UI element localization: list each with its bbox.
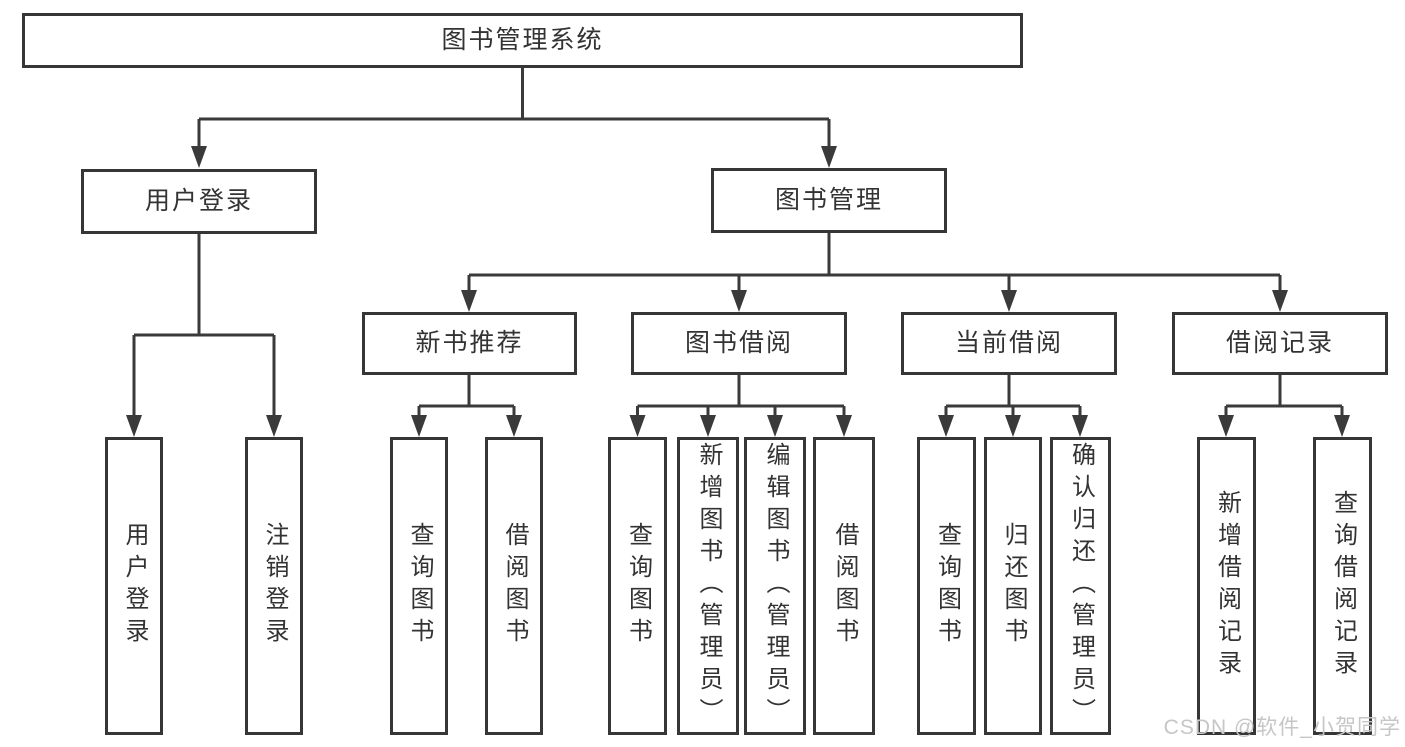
node-new-book-recommend: 新书推荐 <box>362 312 577 375</box>
csdn-watermark: CSDN @软件_小贺同学 <box>1163 716 1401 739</box>
leaf-current-confirm-return-admin: 确认归还（管理员） <box>1050 437 1111 735</box>
leaf-records-add-record-label: 新增借阅记录 <box>1213 490 1241 682</box>
node-current-borrow-label: 当前借阅 <box>954 329 1063 357</box>
leaf-borrow-edit-books-admin-label: 编辑图书（管理员） <box>762 442 789 730</box>
leaf-newbook-query-books: 查询图书 <box>390 437 448 735</box>
leaf-records-query-record: 查询借阅记录 <box>1313 437 1372 735</box>
leaf-current-return-books: 归还图书 <box>984 437 1042 735</box>
node-book-management-label: 图书管理 <box>774 186 883 214</box>
node-borrow-records-label: 借阅记录 <box>1225 329 1334 357</box>
node-book-borrow: 图书借阅 <box>631 312 847 375</box>
connector-lines <box>132 68 1344 419</box>
leaf-user-login: 用户登录 <box>105 437 163 735</box>
leaf-borrow-add-books-admin: 新增图书（管理员） <box>677 437 739 735</box>
leaf-newbook-borrow-books: 借阅图书 <box>485 437 543 735</box>
node-current-borrow: 当前借阅 <box>901 312 1117 375</box>
leaf-borrow-edit-books-admin: 编辑图书（管理员） <box>744 437 806 735</box>
leaf-records-add-record: 新增借阅记录 <box>1197 437 1256 735</box>
node-root: 图书管理系统 <box>22 13 1023 68</box>
node-root-label: 图书管理系统 <box>441 26 604 54</box>
node-new-book-recommend-label: 新书推荐 <box>415 329 524 357</box>
leaf-borrow-add-books-admin-label: 新增图书（管理员） <box>695 442 722 730</box>
node-borrow-records: 借阅记录 <box>1172 312 1388 375</box>
node-user-login: 用户登录 <box>81 169 317 234</box>
node-book-borrow-label: 图书借阅 <box>684 329 793 357</box>
leaf-newbook-query-books-label: 查询图书 <box>406 522 433 650</box>
leaf-newbook-borrow-books-label: 借阅图书 <box>501 522 528 650</box>
leaf-logout: 注销登录 <box>245 437 303 735</box>
leaf-borrow-borrow-books: 借阅图书 <box>813 437 875 735</box>
node-user-login-label: 用户登录 <box>144 187 253 215</box>
leaf-current-query-books-label: 查询图书 <box>933 522 961 650</box>
leaf-borrow-query-books-label: 查询图书 <box>624 522 652 650</box>
leaf-records-query-record-label: 查询借阅记录 <box>1329 490 1357 682</box>
leaf-borrow-borrow-books-label: 借阅图书 <box>831 522 858 650</box>
leaf-current-query-books: 查询图书 <box>917 437 976 735</box>
leaf-current-confirm-return-admin-label: 确认归还（管理员） <box>1067 442 1095 730</box>
leaf-current-return-books-label: 归还图书 <box>1000 522 1027 650</box>
leaf-borrow-query-books: 查询图书 <box>608 437 667 735</box>
leaf-logout-label: 注销登录 <box>261 522 288 650</box>
node-book-management: 图书管理 <box>711 168 947 233</box>
arrowhead-icons <box>126 146 1350 437</box>
leaf-user-login-label: 用户登录 <box>121 522 148 650</box>
